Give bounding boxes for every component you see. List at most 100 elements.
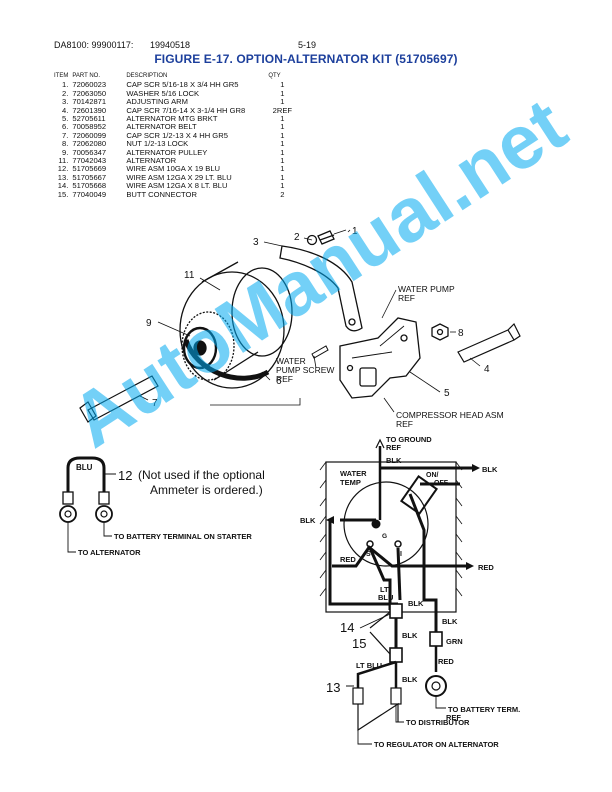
lock-nut — [431, 323, 449, 341]
wire-12-assembly — [59, 456, 116, 553]
alternator-fan — [181, 311, 235, 381]
alternator-rear-housing — [231, 267, 293, 357]
col-item: ITEM — [54, 73, 69, 79]
row-part-no: 72601390 — [72, 105, 107, 115]
to-alternator-label: TO ALTERNATOR — [78, 548, 141, 557]
on-off-line2: OFF — [434, 480, 449, 487]
alternator-assembly — [79, 229, 521, 423]
col-qty: QTY — [268, 73, 281, 79]
to-battery-term-line2: REF — [446, 713, 461, 722]
row-item: 9. — [62, 147, 69, 157]
row-description: ALTERNATOR BELT — [126, 122, 197, 132]
to-regulator-label: TO REGULATOR ON ALTERNATOR — [374, 740, 499, 749]
row-item: 3. — [62, 97, 69, 107]
row-item: 2. — [62, 88, 69, 98]
callout-5: 5 — [444, 388, 450, 399]
alternator-belt — [183, 339, 270, 381]
butt-connector-upper — [389, 603, 403, 619]
to-battery-term-line1: TO BATTERY TERM. — [448, 705, 520, 714]
blk-label-right: BLK — [482, 465, 498, 474]
callout-2: 2 — [294, 232, 300, 243]
water-pump-screw-line2: PUMP SCREW — [276, 365, 334, 375]
wire-12 — [66, 456, 106, 492]
compressor-head-line2: REF — [396, 419, 413, 429]
doc-date: 19940518 — [150, 40, 191, 50]
row-qty: 1 — [280, 139, 285, 149]
row-description: BUTT CONNECTOR — [126, 189, 197, 199]
grn-label: GRN — [446, 637, 463, 646]
alternator-body — [179, 271, 285, 389]
red-label-lower: RED — [438, 657, 454, 666]
water-temp-gauge — [343, 481, 429, 567]
compressor-head-line1: COMPRESSOR HEAD ASM — [396, 410, 504, 420]
row-part-no: 52705611 — [72, 114, 106, 124]
row-part-no: 70058952 — [72, 122, 107, 132]
row-description: CAP SCR 5/16-18 X 3/4 HH GR5 — [126, 80, 239, 90]
lt-blu-line1: LT — [380, 585, 389, 594]
ring-terminal-battery — [425, 675, 447, 697]
wiring-schematic — [319, 438, 480, 745]
to-distributor-label: TO DISTRIBUTOR — [406, 718, 470, 727]
wire-12-note-line2: Ammeter is ordered.) — [150, 483, 263, 497]
row-description: WIRE ASM 12GA X 29 LT. BLU — [126, 172, 232, 182]
row-part-no: 72060099 — [72, 130, 107, 140]
row-qty: 1 — [280, 80, 285, 90]
page-number: 5-19 — [298, 40, 317, 50]
ring-terminal-alternator — [59, 505, 77, 523]
col-description: DESCRIPTION — [126, 73, 168, 79]
row-item: 14. — [57, 181, 69, 191]
ring-terminal-starter — [95, 505, 113, 523]
row-item: 11. — [58, 156, 69, 166]
blk-label-bottom: BLK — [402, 675, 418, 684]
wire-12-labels: BLU 12 (Not used if the optional Ammeter… — [76, 463, 265, 557]
row-part-no: 77042043 — [72, 156, 107, 166]
callout-3: 3 — [253, 237, 259, 248]
row-part-no: 70056347 — [72, 147, 107, 157]
row-item: 13. — [57, 172, 69, 182]
row-description: ALTERNATOR — [126, 156, 177, 166]
callout-13: 13 — [326, 680, 340, 695]
col-part-no: PART NO. — [72, 73, 101, 79]
row-item: 5. — [62, 114, 69, 124]
water-temp-line2: TEMP — [340, 478, 361, 487]
row-qty: 1 — [280, 122, 285, 132]
lt-blu-13-label: LT BLU — [356, 661, 382, 670]
row-description: CAP SCR 1/2-13 X 4 HH GR5 — [126, 130, 228, 140]
row-item: 8. — [62, 139, 69, 149]
water-temp-line1: WATER — [340, 469, 367, 478]
callout-15: 15 — [352, 636, 366, 651]
callout-4: 4 — [484, 364, 490, 375]
row-qty: 2REF — [272, 105, 293, 115]
blu-label: BLU — [76, 463, 93, 472]
row-description: WIRE ASM 10GA X 19 BLU — [126, 164, 221, 174]
row-item: 6. — [62, 122, 69, 132]
mounting-bracket — [339, 317, 421, 399]
row-qty: 1 — [280, 164, 285, 174]
row-description: WASHER 5/16 LOCK — [126, 88, 200, 98]
row-part-no: 70142871 — [72, 97, 107, 107]
row-part-no: 77040049 — [72, 189, 107, 199]
i-terminal-label: I — [400, 551, 402, 558]
assembly-ref-labels: WATER PUMP REF WATER PUMP SCREW REF COMP… — [276, 284, 504, 429]
wire-12-note-line1: (Not used if the optional — [138, 468, 265, 482]
red-label-left: RED — [340, 555, 356, 564]
to-ground-line2: REF — [386, 443, 401, 452]
water-pump-ref-line2: REF — [398, 293, 415, 303]
row-description: WIRE ASM 12GA X 8 LT. BLU — [126, 181, 228, 191]
s-terminal-label: S — [366, 551, 371, 558]
row-item: 1. — [62, 80, 69, 90]
on-off-line1: ON/ — [426, 472, 439, 479]
